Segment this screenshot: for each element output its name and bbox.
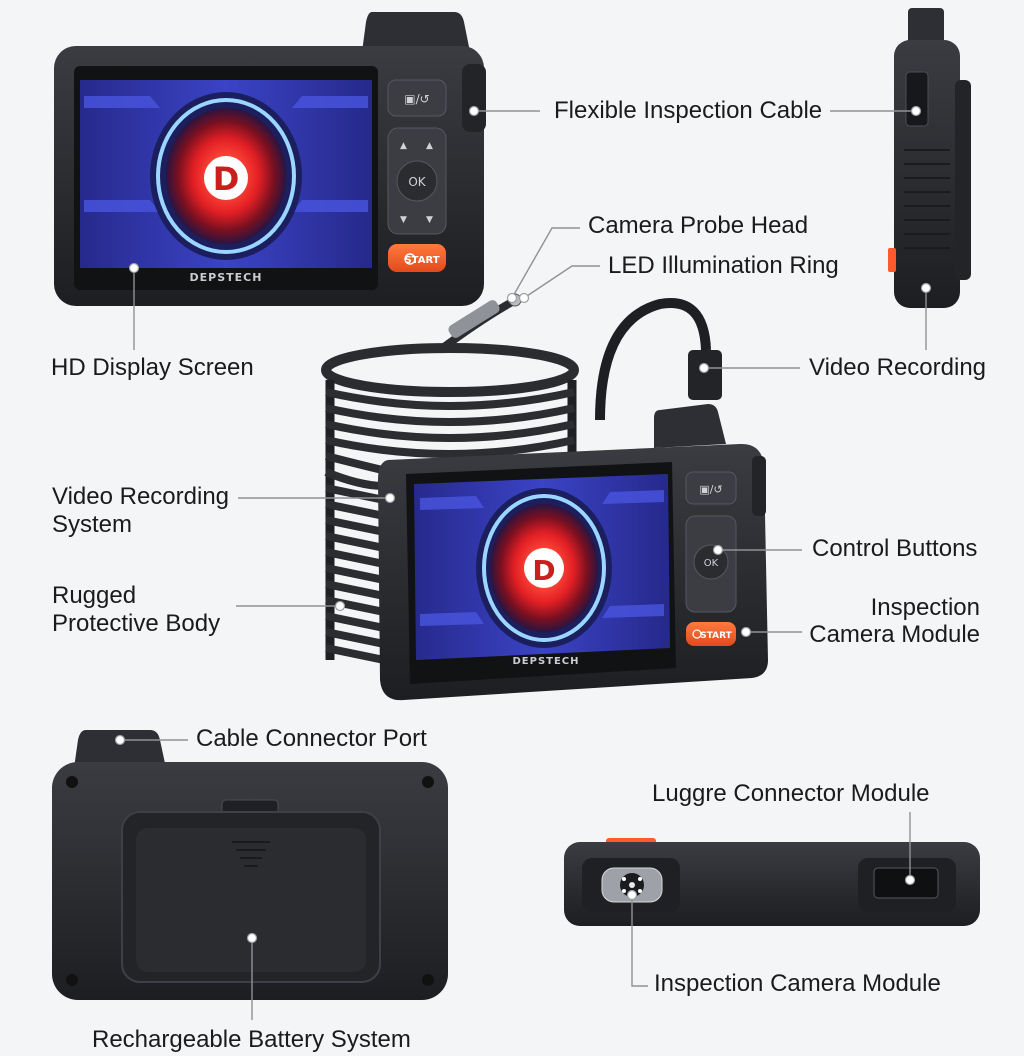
- brand-logo: DEPSTECH: [190, 271, 263, 284]
- brand-logo-center: DEPSTECH: [512, 656, 579, 667]
- svg-text:▼: ▼: [400, 215, 407, 225]
- svg-text:▲: ▲: [400, 141, 407, 151]
- center-display-screen: D: [414, 474, 670, 660]
- svg-text:▣/↺: ▣/↺: [699, 483, 722, 496]
- logo-letter: D: [213, 160, 240, 198]
- leader-dots: [114, 105, 932, 944]
- mode-back-icon: ▣/↺: [404, 92, 429, 106]
- device-front-view: D DEPSTECH ▣/↺ OK ▲ ▲ ▼ ▼ START: [54, 12, 486, 306]
- logo-letter-center: D: [532, 554, 555, 587]
- label-inspection-camera-module-bottom: Inspection Camera Module: [654, 970, 941, 997]
- leader-lines: [120, 110, 927, 1020]
- ok-button[interactable]: OK: [408, 175, 426, 189]
- start-button[interactable]: [388, 244, 446, 272]
- label-rugged-body-line2: Protective Body: [52, 610, 221, 637]
- label-video-recording: Video Recording: [809, 354, 987, 381]
- device-back-view: [52, 730, 448, 1000]
- svg-text:START: START: [700, 631, 732, 641]
- label-flexible-inspection-cable: Flexible Inspection Cable: [554, 97, 823, 124]
- label-video-recording-system-line2: System: [52, 511, 133, 538]
- device-side-view: [888, 8, 971, 308]
- label-cable-connector-port: Cable Connector Port: [196, 725, 427, 752]
- svg-text:START: START: [404, 255, 439, 266]
- label-control-buttons: Control Buttons: [812, 535, 978, 562]
- label-video-recording-system-line1: Video Recording: [52, 483, 230, 510]
- label-hd-display-screen: HD Display Screen: [51, 354, 254, 381]
- label-led-illumination-ring: LED Illumination Ring: [608, 252, 839, 279]
- label-rechargeable-battery-system: Rechargeable Battery System: [92, 1026, 411, 1053]
- start-button-center[interactable]: [686, 622, 736, 646]
- label-inspection-camera-module-line1: Inspection: [870, 594, 980, 621]
- label-camera-probe-head: Camera Probe Head: [588, 212, 809, 239]
- device-bottom-view: [564, 838, 980, 926]
- device-center-view: D DEPSTECH ▣/↺ OK START: [378, 404, 768, 701]
- label-inspection-camera-module-line2: Camera Module: [809, 621, 980, 648]
- svg-text:▼: ▼: [426, 215, 433, 225]
- label-luggre-connector-module: Luggre Connector Module: [652, 780, 930, 807]
- svg-text:▲: ▲: [426, 141, 433, 151]
- label-rugged-body-line1: Rugged: [52, 582, 137, 609]
- ok-button-center[interactable]: OK: [704, 558, 719, 569]
- hd-display-screen: D: [80, 80, 372, 268]
